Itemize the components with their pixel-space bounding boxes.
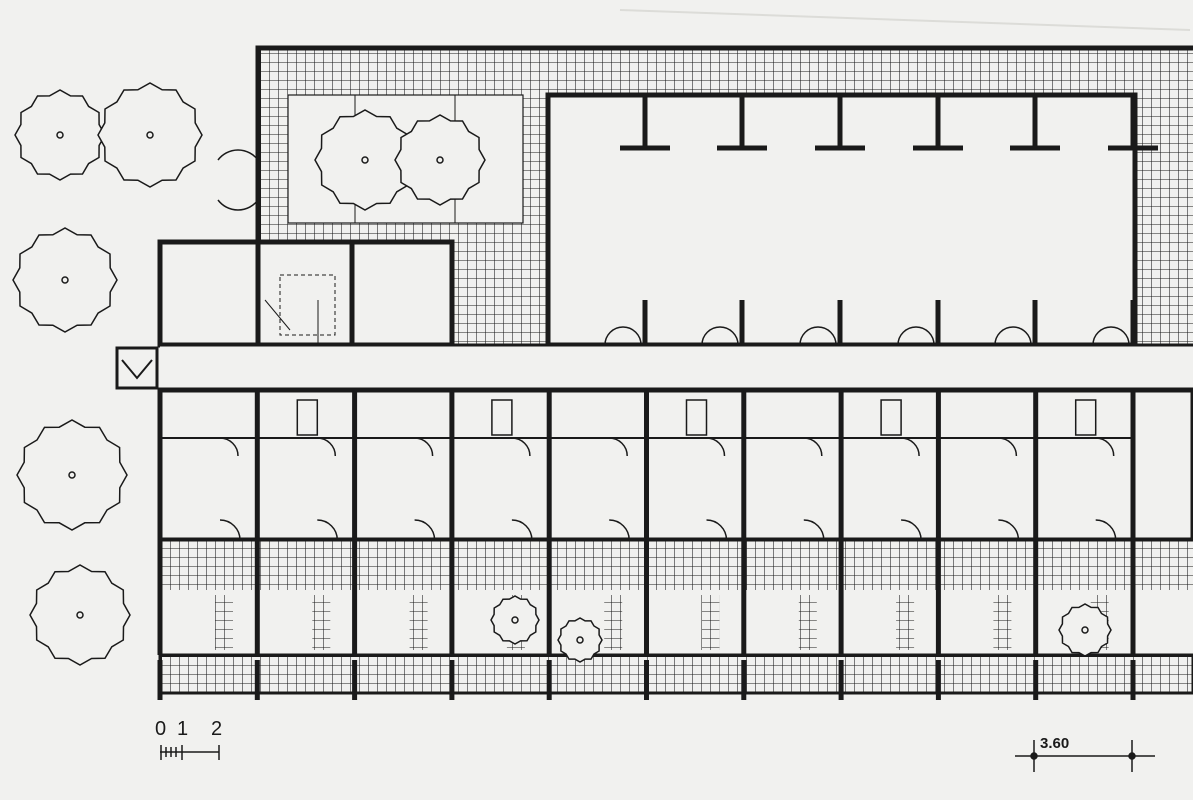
stair-block	[157, 239, 455, 348]
top-walkway	[258, 50, 1193, 95]
scale-tick-label: 0	[155, 718, 167, 740]
garden-path	[798, 595, 817, 650]
tree-trunk-icon	[76, 611, 84, 619]
dimension-label: 3.60	[1040, 735, 1070, 752]
garden-path	[215, 595, 233, 650]
door-swing	[604, 326, 642, 346]
tree-trunk-icon	[61, 276, 69, 284]
door-swing	[219, 437, 241, 541]
door-swing	[994, 326, 1032, 346]
building-outline	[255, 45, 1193, 240]
entrance-door	[217, 149, 259, 211]
bathroom	[685, 399, 708, 436]
tree-trunk-icon	[68, 471, 76, 479]
door-swing	[609, 437, 630, 541]
garden-path	[604, 595, 623, 650]
door-swing	[897, 326, 935, 346]
tree-trunk-icon	[56, 131, 64, 139]
bathroom	[880, 399, 902, 436]
door-swing	[803, 437, 825, 541]
tree-trunk-icon	[436, 156, 444, 164]
door-swing	[511, 437, 533, 541]
garden-path	[701, 595, 720, 650]
balcony-band	[160, 540, 1193, 590]
dimension-line	[1015, 740, 1155, 772]
trees	[12, 82, 1112, 666]
tree-trunk-icon	[361, 156, 369, 164]
garden-path	[409, 595, 428, 650]
door-swing	[1092, 326, 1130, 346]
door-swing	[701, 326, 739, 346]
entrance-canopy	[115, 346, 159, 390]
door-swing	[317, 437, 339, 541]
scale-tick-label: 2	[211, 718, 223, 740]
garden-band	[160, 590, 1193, 655]
garden-path	[312, 595, 331, 650]
bottom-walkway	[158, 653, 1193, 695]
tree-trunk-icon	[146, 131, 154, 139]
door-swing	[998, 437, 1020, 541]
scale-tick-label: 1	[177, 718, 189, 740]
bathroom	[491, 399, 513, 436]
tree-trunk-icon	[511, 616, 519, 624]
door-swing	[706, 437, 728, 541]
garden-path	[993, 595, 1012, 650]
door-swing	[1095, 437, 1117, 541]
tree-trunk-icon	[576, 636, 584, 644]
door-swing	[799, 326, 837, 346]
door-swing	[414, 437, 436, 541]
hall-partitions	[604, 95, 1158, 346]
background-bleed-text	[619, 9, 1191, 31]
bathroom	[296, 399, 319, 436]
staircase	[264, 274, 336, 345]
tree-trunk-icon	[1081, 626, 1089, 634]
garden-path	[896, 595, 915, 650]
right-walkway	[1135, 95, 1193, 345]
bathroom	[1074, 399, 1097, 436]
corridor	[160, 345, 1193, 390]
scale-bar	[160, 745, 220, 760]
door-swing	[901, 437, 922, 541]
